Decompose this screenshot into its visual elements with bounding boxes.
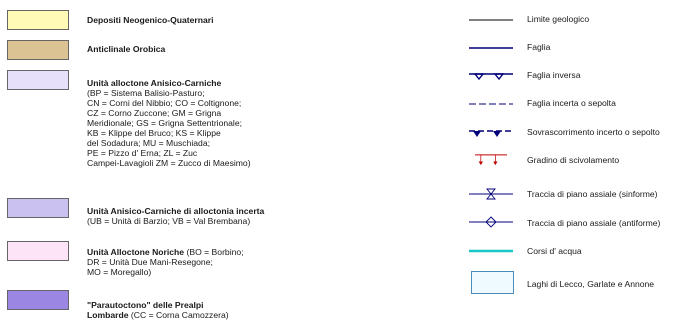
- synform-axis-symbol: [469, 188, 513, 200]
- reverse-fault-symbol: [469, 73, 513, 81]
- limite-geologico-label: Limite geologico: [527, 14, 590, 24]
- uncertain-thrust-symbol: [469, 130, 513, 137]
- alloctonia-incerta-swatch: [7, 198, 69, 218]
- anticlinale-orobica-label: Anticlinale Orobica: [87, 44, 166, 54]
- anisico-carniche-swatch: [7, 70, 69, 90]
- anisico-carniche-detail-5: KB = Klippe del Bruco; KS = Klippe: [87, 128, 221, 138]
- anisico-carniche-detail-6: del Sodadura; MU = Muschiada;: [87, 138, 211, 148]
- slip-step-symbol: [475, 154, 507, 166]
- watercourse-symbol: [469, 249, 513, 253]
- antiforme-label: Traccia di piano assiale (antiforme): [527, 218, 661, 228]
- alloctone-noriche-swatch: [7, 241, 69, 261]
- anisico-carniche-detail-3: CZ = Corno Zuccone; GM = Grigna: [87, 108, 222, 118]
- parautoctono-title-suffix: (CC = Corna Camozzera): [128, 310, 229, 320]
- sinforme-label: Traccia di piano assiale (sinforme): [527, 189, 658, 199]
- antiform-axis-symbol: [469, 216, 513, 228]
- parautoctono-title-line2: Lombarde (CC = Corna Camozzera): [87, 310, 229, 320]
- alloctone-noriche-title-suffix: (BO = Borbino;: [184, 247, 244, 257]
- alloctonia-incerta-label: Unità Anisico-Carniche di alloctonia inc…: [87, 206, 265, 216]
- alloctonia-incerta-detail: (UB = Unità di Barzio; VB = Val Brembana…: [87, 216, 251, 226]
- fault-symbol: [469, 47, 513, 49]
- parautoctono-swatch: [7, 290, 69, 310]
- anisico-carniche-detail-8: Campei-Lavagioli ZM = Zucco di Maesimo): [87, 158, 251, 168]
- faglia-inversa-label: Faglia inversa: [527, 70, 581, 80]
- neogenico-quaternari-label: Depositi Neogenico-Quaternari: [87, 15, 214, 25]
- anticlinale-orobica-swatch: [7, 40, 69, 60]
- parautoctono-label-line2: Lombarde: [87, 310, 129, 320]
- alloctone-noriche-detail-1: DR = Unità Due Mani-Resegone;: [87, 257, 213, 267]
- gradino-label: Gradino di scivolamento: [527, 155, 620, 165]
- lake-swatch: [471, 271, 514, 294]
- alloctone-noriche-title-line: Unità Alloctone Noriche (BO = Borbino;: [87, 247, 244, 257]
- anisico-carniche-label: Unità alloctone Anisico-Carniche: [87, 78, 222, 88]
- geologic-contact-symbol: [469, 19, 513, 21]
- uncertain-fault-symbol: [469, 103, 513, 105]
- alloctone-noriche-label: Unità Alloctone Noriche: [87, 247, 185, 257]
- faglia-label: Faglia: [527, 42, 551, 52]
- corsi-acqua-label: Corsi d' acqua: [527, 246, 582, 256]
- alloctone-noriche-detail-2: MO = Moregallo): [87, 267, 152, 277]
- anisico-carniche-detail-7: PE = Pizzo d' Erna; ZL = Zuc: [87, 148, 198, 158]
- faglia-incerta-label: Faglia incerta o sepolta: [527, 98, 616, 108]
- anisico-carniche-detail-1: (BP = Sistema Balisio-Pasturo;: [87, 88, 205, 98]
- neogenico-quaternari-swatch: [7, 10, 69, 30]
- anisico-carniche-detail-4: Meridionale; GS = Grigna Settentrionale;: [87, 118, 243, 128]
- sovrascorrimento-label: Sovrascorrimento incerto o sepolto: [527, 127, 660, 137]
- parautoctono-label: "Parautoctono" delle Prealpi: [87, 300, 204, 310]
- anisico-carniche-detail-2: CN = Corni del Nibbio; CO = Coltignone;: [87, 98, 242, 108]
- laghi-label: Laghi di Lecco, Garlate e Annone: [527, 279, 655, 289]
